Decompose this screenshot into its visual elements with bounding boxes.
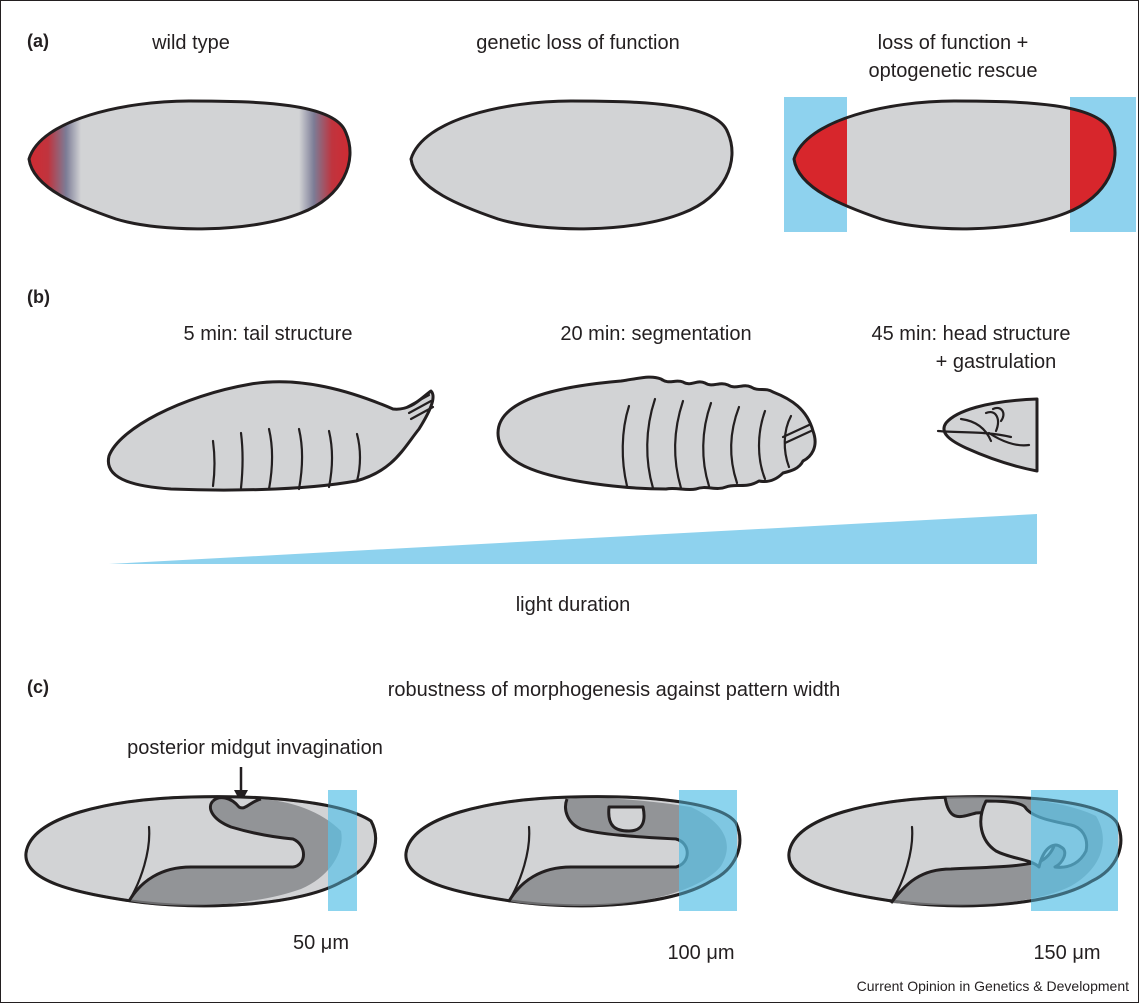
label-45-min-line-2: + gastrulation [936,351,1057,373]
embryo-100um: 100 μm [406,790,740,964]
embryo-head-structure [938,399,1037,471]
larva-tail-structure [108,382,433,490]
label-5-min: 5 min: tail structure [184,323,353,345]
embryo-optogenetic-rescue [781,91,1136,241]
light-duration-label: light duration [516,594,631,616]
light-duration-wedge [109,514,1037,564]
embryo-150um: 150 μm [789,790,1121,964]
panel-a: (a) wild type genetic loss of function l… [21,31,1136,241]
panel-c-tag: (c) [27,677,49,697]
embryo-wild-type [21,91,359,241]
width-label-50um: 50 μm [293,932,349,954]
pmg-invagination-label: posterior midgut invagination [127,737,383,759]
embryo-loss-of-function [411,101,732,229]
label-wild-type: wild type [151,32,230,54]
width-label-100um: 100 μm [667,942,734,964]
panel-c: (c) robustness of morphogenesis against … [26,677,1121,964]
panel-a-tag: (a) [27,31,49,51]
posterior-activity-gradient [299,91,359,241]
light-box-150um [1031,790,1118,911]
label-rescue-line-2: optogenetic rescue [868,60,1037,82]
label-20-min: 20 min: segmentation [560,323,751,345]
figure-credit: Current Opinion in Genetics & Developmen… [857,978,1129,994]
embryo-50um: 50 μm [26,790,376,954]
width-label-150um: 150 μm [1033,942,1100,964]
label-45-min-line-1: 45 min: head structure [872,323,1071,345]
label-rescue-line-1: loss of function + [878,32,1029,54]
label-loss-of-function: genetic loss of function [476,32,679,54]
panel-b-tag: (b) [27,287,50,307]
panel-b: (b) 5 min: tail structure 20 min: segmen… [27,287,1071,616]
larva-segmentation [498,377,815,490]
panel-c-title: robustness of morphogenesis against patt… [388,679,841,701]
